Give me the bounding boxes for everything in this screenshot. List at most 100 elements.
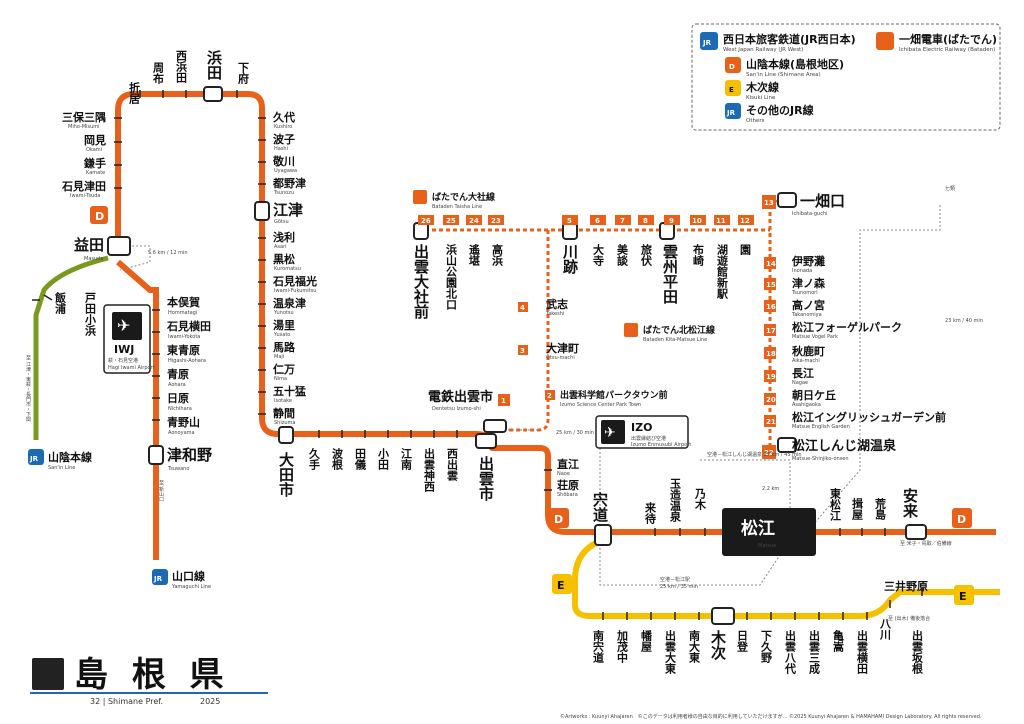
- svg-text:E: E: [959, 590, 967, 603]
- svg-text:Others: Others: [746, 118, 765, 124]
- station-nogi: 乃木: [694, 488, 708, 511]
- svg-text:Tsunozu: Tsunozu: [273, 190, 294, 196]
- svg-text:Iwami-Fukumitsu: Iwami-Fukumitsu: [274, 288, 316, 294]
- station-hataya: 幡屋: [640, 629, 653, 653]
- svg-text:Yunotsu: Yunotsu: [273, 310, 294, 316]
- svg-text:Matsue Vogel Park: Matsue Vogel Park: [792, 334, 838, 340]
- station-nagae: 長江: [792, 366, 814, 380]
- num-17: 17: [766, 327, 776, 335]
- station-asari: 浅利: [273, 230, 295, 244]
- airport-izo: ✈ IZO 出雲縁結び空港 Izumo Enmusubi Airport: [595, 415, 691, 449]
- svg-text:25 km / 35 min: 25 km / 35 min: [660, 584, 698, 590]
- svg-text:Aohara: Aohara: [168, 382, 186, 388]
- svg-text:Nima: Nima: [274, 376, 287, 382]
- svg-text:Ichibata Electric Railway (Bat: Ichibata Electric Railway (Bataden): [899, 47, 995, 53]
- num-19: 19: [766, 373, 776, 381]
- svg-text:JR: JR: [29, 455, 39, 463]
- station-matsue: 松江: [741, 518, 775, 539]
- num-4: 4: [520, 304, 525, 312]
- station-shinjikoonsen: 松江しんじ湖温泉: [792, 438, 897, 454]
- legend-other-jr: その他のJR線: [746, 103, 814, 117]
- legend-jr-west: 西日本旅客鉄道(JR西日本): [723, 32, 856, 46]
- station-uyagawa: 敬川: [272, 154, 295, 168]
- station-oda: 小田: [377, 447, 391, 471]
- svg-text:Matsue: Matsue: [758, 543, 776, 549]
- station-vogelpark: 松江フォーゲルパーク: [792, 320, 902, 334]
- svg-text:Maji: Maji: [274, 354, 284, 360]
- svg-text:至 (出木) 備後落合: 至 (出木) 備後落合: [888, 615, 930, 622]
- num-5: 5: [567, 217, 572, 225]
- num-25: 25: [446, 217, 456, 225]
- svg-text:Yamaguchi Line: Yamaguchi Line: [171, 584, 211, 590]
- station-orii: 折居: [128, 81, 141, 105]
- num-6: 6: [595, 217, 600, 225]
- yamaguchi-line-label: 山口線: [172, 569, 205, 583]
- svg-text:D: D: [729, 63, 735, 71]
- station-higashiaohara: 東青原: [167, 343, 200, 357]
- station-kimachi: 来待: [644, 501, 658, 525]
- station-isotake: 五十猛: [273, 384, 306, 398]
- legend-sanin: 山陰本線(島根地区): [746, 57, 844, 71]
- svg-text:23 km / 40 min: 23 km / 40 min: [945, 318, 983, 324]
- svg-text:E: E: [557, 579, 565, 592]
- svg-text:Takanomiya: Takanomiya: [791, 312, 822, 318]
- station-sono: 園: [739, 244, 752, 256]
- svg-text:Yusato: Yusato: [273, 332, 290, 338]
- station-yusato: 湯里: [273, 318, 295, 332]
- svg-text:West Japan Railway (JR West): West Japan Railway (JR West): [723, 47, 803, 53]
- station-mihomisumi: 三保三隅: [62, 110, 106, 124]
- station-hinobori: 日登: [736, 630, 750, 652]
- svg-text:Kushiro: Kushiro: [274, 124, 292, 130]
- page-number: 32 | Shimane Pref.: [90, 697, 163, 706]
- station-honmatagi: 本俣賀: [167, 295, 200, 309]
- bus-routes: [119, 205, 941, 586]
- svg-text:Matsue-Shinjiko-onsen: Matsue-Shinjiko-onsen: [792, 456, 849, 462]
- station-kute: 久手: [308, 447, 321, 471]
- station-iwamitsuda: 石見津田: [61, 179, 106, 193]
- svg-text:Hagi Iwami Airport: Hagi Iwami Airport: [108, 365, 155, 371]
- num-23: 23: [491, 217, 501, 225]
- num-26: 26: [421, 217, 431, 225]
- svg-text:E: E: [729, 86, 734, 94]
- station-shimokuno: 下久野: [760, 630, 773, 664]
- svg-text:25 km / 30 min: 25 km / 30 min: [556, 430, 594, 436]
- num-24: 24: [469, 217, 479, 225]
- iwj-code: IWJ: [114, 343, 134, 356]
- num-13: 13: [764, 199, 774, 207]
- station-ichibataguchi: 一畑口: [800, 192, 845, 210]
- svg-text:Iwami-Yokota: Iwami-Yokota: [168, 334, 200, 340]
- svg-text:Izumo Enmusubi Airport: Izumo Enmusubi Airport: [631, 442, 691, 448]
- page-year: 2025: [200, 697, 220, 706]
- station-gotsu: 江津: [273, 201, 303, 219]
- station-arashima: 荒島: [874, 497, 888, 521]
- station-dentetsuizumoshi: 電鉄出雲市: [428, 389, 493, 405]
- station-izumotaishamae: 出雲大社前: [412, 243, 430, 320]
- station-izumodaito: 出雲大東: [664, 629, 677, 675]
- sannin-west-line: [33, 255, 109, 440]
- station-tabushi: 旅伏: [640, 243, 653, 267]
- num-15: 15: [766, 281, 776, 289]
- station-aonoyama: 青野山: [167, 415, 200, 429]
- svg-text:2.2 km: 2.2 km: [762, 486, 779, 492]
- map-line-badges: D D D E E JR JR: [28, 206, 974, 605]
- svg-text:Bataden Kita-Matsue Line: Bataden Kita-Matsue Line: [643, 337, 707, 343]
- legend: JR 西日本旅客鉄道(JR西日本) West Japan Railway (JR…: [691, 23, 1001, 131]
- station-takanomiya: 高ノ宮: [792, 298, 825, 312]
- station-kushiro: 久代: [273, 110, 295, 124]
- station-minamidaito: 南大東: [688, 629, 701, 664]
- sanin-other-label: 山陰本線: [48, 450, 92, 464]
- svg-text:Bataden Taisha Line: Bataden Taisha Line: [432, 204, 482, 210]
- svg-text:Okami: Okami: [86, 147, 102, 153]
- station-labels: 折居 周布 西浜田 浜田 下府 三保三隅 Miho-Misumi 岡見 Okam…: [54, 49, 947, 674]
- station-hashi: 波子: [273, 132, 295, 146]
- svg-text:至 米子・鳥取／伯備線: 至 米子・鳥取／伯備線: [900, 540, 952, 547]
- station-shimofu: 下府: [237, 62, 250, 85]
- station-yunotsu: 温泉津: [273, 296, 306, 310]
- svg-text:Gōtsu: Gōtsu: [274, 219, 289, 225]
- station-otera: 大寺: [592, 243, 605, 267]
- station-mitami: 美談: [616, 243, 629, 267]
- num-16: 16: [766, 303, 776, 311]
- matsue-box: [722, 508, 816, 556]
- sanin-line: [115, 91, 996, 535]
- station-tagi: 田儀: [354, 448, 368, 471]
